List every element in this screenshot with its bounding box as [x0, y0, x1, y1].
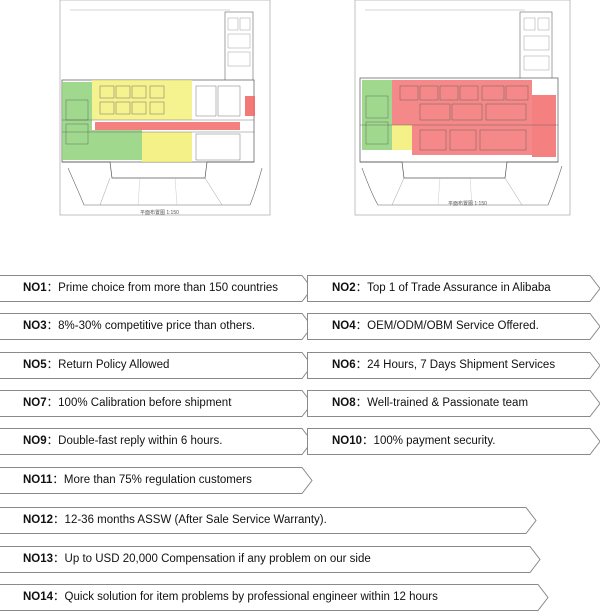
- advantage-item-no12: NO12：12-36 months ASSW (After Sale Servi…: [0, 507, 538, 534]
- advantage-number: NO4: [332, 320, 356, 332]
- advantage-description: Quick solution for item problems by prof…: [65, 591, 438, 603]
- advantage-text: NO7：100% Calibration before shipment: [23, 390, 231, 417]
- advantage-description: 24 Hours, 7 Days Shipment Services: [367, 359, 555, 371]
- advantage-number: NO2: [332, 282, 356, 294]
- floor-plan-right-caption: 平面布置图 1:150: [448, 200, 487, 207]
- advantage-number: NO7: [23, 397, 47, 409]
- advantage-description: 100% Calibration before shipment: [58, 397, 231, 409]
- advantage-description: 12-36 months ASSW (After Sale Service Wa…: [65, 514, 327, 526]
- advantage-description: Top 1 of Trade Assurance in Alibaba: [367, 282, 550, 294]
- advantage-text: NO11：More than 75% regulation customers: [23, 467, 252, 494]
- advantage-description: Well-trained & Passionate team: [367, 397, 528, 409]
- advantage-text: NO13：Up to USD 20,000 Compensation if an…: [23, 546, 371, 573]
- advantage-separator: ：: [47, 435, 59, 447]
- advantage-text: NO2：Top 1 of Trade Assurance in Alibaba: [332, 275, 551, 302]
- advantage-description: Up to USD 20,000 Compensation if any pro…: [65, 553, 371, 565]
- advantage-separator: ：: [356, 320, 368, 332]
- advantage-item-no1: NO1：Prime choice from more than 150 coun…: [0, 275, 314, 302]
- advantage-number: NO10: [332, 435, 362, 447]
- advantage-number: NO12: [23, 514, 53, 526]
- floor-plan-left-caption: 平面布置图 1:150: [140, 209, 179, 216]
- advantage-number: NO13: [23, 553, 53, 565]
- advantage-item-no13: NO13：Up to USD 20,000 Compensation if an…: [0, 546, 542, 573]
- advantage-number: NO3: [23, 320, 47, 332]
- advantage-separator: ：: [356, 359, 368, 371]
- advantage-description: 100% payment security.: [374, 435, 496, 447]
- advantage-number: NO8: [332, 397, 356, 409]
- advantage-number: NO1: [23, 282, 47, 294]
- advantage-description: More than 75% regulation customers: [64, 474, 252, 486]
- advantage-item-no9: NO9：Double-fast reply within 6 hours.: [0, 428, 314, 455]
- advantage-item-no5: NO5：Return Policy Allowed: [0, 352, 314, 379]
- advantage-text: NO8：Well-trained & Passionate team: [332, 390, 528, 417]
- advantage-text: NO5：Return Policy Allowed: [23, 352, 169, 379]
- advantage-text: NO6：24 Hours, 7 Days Shipment Services: [332, 352, 555, 379]
- advantage-text: NO1：Prime choice from more than 150 coun…: [23, 275, 278, 302]
- advantage-separator: ：: [53, 553, 65, 565]
- advantage-separator: ：: [356, 397, 368, 409]
- advantage-separator: ：: [47, 282, 59, 294]
- advantage-separator: ：: [53, 591, 65, 603]
- advantage-text: NO14：Quick solution for item problems by…: [23, 584, 438, 611]
- floor-plan-right: 平面布置图 1:150: [355, 0, 570, 215]
- advantage-number: NO5: [23, 359, 47, 371]
- advantage-text: NO9：Double-fast reply within 6 hours.: [23, 428, 222, 455]
- advantage-description: OEM/ODM/OBM Service Offered.: [367, 320, 539, 332]
- floor-plans: 平面布置图 1:150: [0, 0, 600, 250]
- advantage-description: 8%-30% competitive price than others.: [58, 320, 255, 332]
- floor-plan-left: 平面布置图 1:150: [60, 0, 270, 216]
- advantage-item-no3: NO3：8%-30% competitive price than others…: [0, 313, 314, 340]
- advantage-item-no10: NO10：100% payment security.: [307, 428, 600, 455]
- advantage-separator: ：: [47, 359, 59, 371]
- advantage-text: NO10：100% payment security.: [332, 428, 495, 455]
- advantage-separator: ：: [52, 474, 64, 486]
- advantage-description: Return Policy Allowed: [58, 359, 169, 371]
- advantage-number: NO14: [23, 591, 53, 603]
- advantage-separator: ：: [47, 320, 59, 332]
- advantage-number: NO9: [23, 435, 47, 447]
- zone-green: [62, 82, 92, 160]
- advantage-separator: ：: [362, 435, 374, 447]
- advantage-separator: ：: [356, 282, 368, 294]
- advantage-item-no6: NO6：24 Hours, 7 Days Shipment Services: [307, 352, 600, 379]
- advantage-number: NO6: [332, 359, 356, 371]
- advantage-item-no11: NO11：More than 75% regulation customers: [0, 467, 314, 494]
- advantage-item-no4: NO4：OEM/ODM/OBM Service Offered.: [307, 313, 600, 340]
- advantage-item-no7: NO7：100% Calibration before shipment: [0, 390, 314, 417]
- advantage-description: Prime choice from more than 150 countrie…: [58, 282, 278, 294]
- advantage-text: NO4：OEM/ODM/OBM Service Offered.: [332, 313, 539, 340]
- advantage-text: NO3：8%-30% competitive price than others…: [23, 313, 255, 340]
- advantage-separator: ：: [47, 397, 59, 409]
- advantage-separator: ：: [53, 514, 65, 526]
- advantage-item-no2: NO2：Top 1 of Trade Assurance in Alibaba: [307, 275, 600, 302]
- advantage-description: Double-fast reply within 6 hours.: [58, 435, 222, 447]
- advantage-item-no8: NO8：Well-trained & Passionate team: [307, 390, 600, 417]
- zone-red: [95, 122, 240, 130]
- advantage-number: NO11: [23, 474, 52, 486]
- advantage-item-no14: NO14：Quick solution for item problems by…: [0, 584, 550, 611]
- advantage-text: NO12：12-36 months ASSW (After Sale Servi…: [23, 507, 327, 534]
